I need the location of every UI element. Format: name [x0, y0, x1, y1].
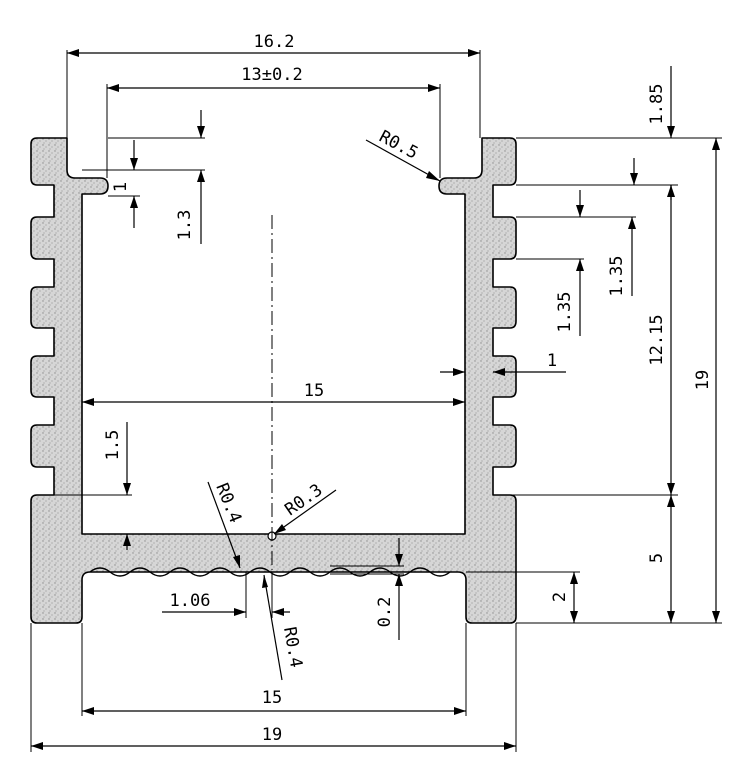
dim-foot-inner-width: 15 — [81, 623, 467, 716]
label-groove-depth: 0.2 — [375, 597, 395, 628]
dim-radius-top: R0.5 — [365, 127, 441, 182]
dim-groove-depth: 0.2 — [330, 538, 404, 640]
dim-base-height: 5 — [647, 495, 675, 623]
label-total-width: 19 — [262, 725, 282, 745]
dim-fin-top: 1.85 — [516, 66, 722, 200]
label-radius-center: R0.3 — [281, 480, 326, 520]
label-groove-pitch: 1.06 — [170, 591, 211, 611]
label-opening-width: 13±0.2 — [241, 65, 302, 85]
dim-foot-height: 2 — [466, 571, 580, 623]
label-total-height: 19 — [693, 370, 713, 390]
label-fin-depth: 1.5 — [103, 430, 123, 461]
label-fin-pitch-a: 1.35 — [607, 256, 627, 297]
dim-top-width: 16.2 — [66, 32, 481, 138]
label-lip-thickness: 1 — [111, 182, 131, 192]
dim-total-width: 19 — [30, 623, 517, 752]
label-radius-bottom: R0.4 — [279, 625, 306, 669]
label-top-width: 16.2 — [254, 32, 295, 52]
groove-wave — [89, 567, 451, 577]
dim-radius-bottom: R0.4 — [262, 574, 306, 681]
dim-groove-pitch: 1.06 — [162, 572, 290, 618]
dim-fin-depth: 1.5 — [54, 422, 132, 550]
dim-fin-pitch-a: 1.35 — [516, 190, 636, 296]
label-foot-height: 2 — [550, 592, 570, 602]
label-base-height: 5 — [647, 553, 667, 563]
label-fin-top: 1.85 — [647, 84, 667, 125]
label-foot-inner-width: 15 — [262, 688, 282, 708]
dim-opening-width: 13±0.2 — [106, 65, 441, 178]
label-inner-height: 12.15 — [647, 314, 667, 365]
dim-side-wall: 1 — [440, 351, 566, 376]
label-side-wall: 1 — [547, 351, 557, 371]
dim-inner-height: 12.15 — [493, 185, 678, 496]
label-inner-width: 15 — [304, 381, 324, 401]
dim-radius-center: R0.3 — [273, 480, 337, 535]
heatsink-profile-body — [30, 137, 517, 624]
dim-inner-width: 15 — [82, 381, 465, 406]
dim-total-height: 19 — [516, 138, 722, 624]
label-lip-height: 1.3 — [175, 210, 195, 241]
dim-lip: 1.3 1 — [82, 110, 205, 244]
label-fin-pitch-b: 1.35 — [555, 292, 575, 333]
dim-fin-pitch-b: 1.35 — [516, 258, 584, 336]
